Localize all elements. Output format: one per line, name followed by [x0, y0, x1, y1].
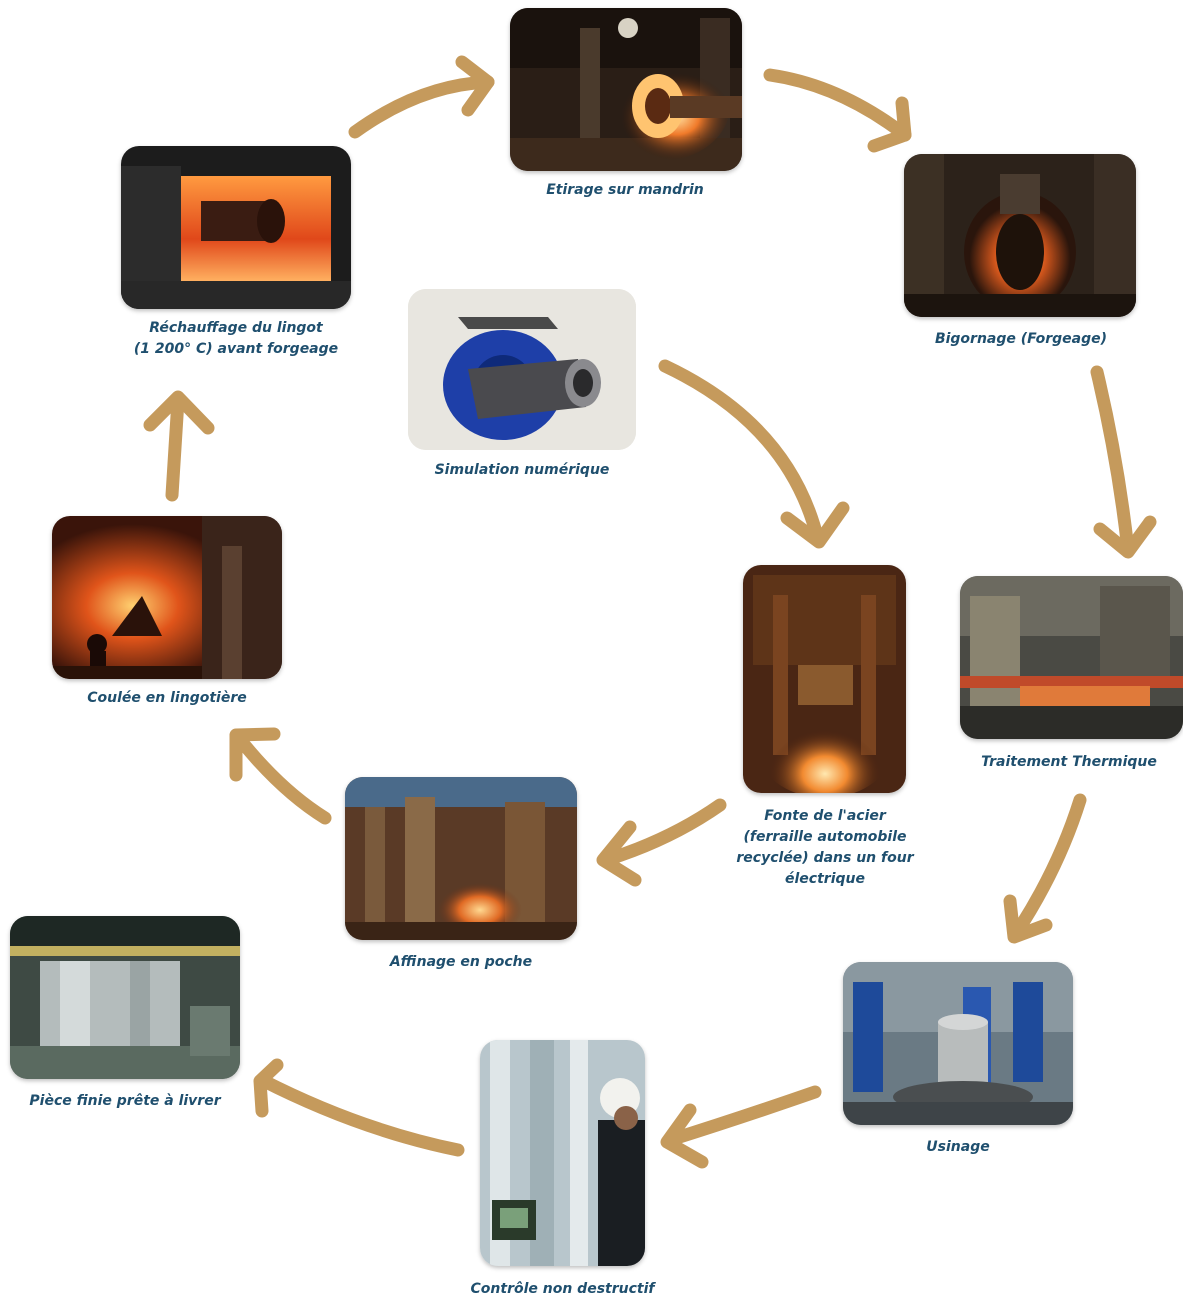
arrow-simulation-to-fonte	[658, 359, 850, 549]
ingot-casting-photo	[52, 516, 282, 679]
bigornage-caption: Bigornage (Forgeage)	[934, 331, 1108, 347]
fonte-caption-line-2: (ferraille automobile	[743, 829, 907, 845]
arrow-bigornage-to-traitement	[1090, 365, 1157, 559]
arrow-controle-to-piece	[253, 1058, 465, 1157]
hot-ring-forging-photo	[904, 154, 1136, 317]
machining-photo	[843, 962, 1073, 1125]
fonte-caption-line-3: recyclée) dans un four	[736, 850, 914, 866]
piece-caption: Pièce finie prête à livrer	[29, 1093, 221, 1109]
traitement-caption: Traitement Thermique	[981, 754, 1157, 770]
heat-treatment-photo	[960, 576, 1183, 739]
forging-press-photo	[510, 8, 742, 171]
rechauffage-caption-line-2: (1 200° C) avant forgeage	[133, 341, 339, 357]
arrow-etirage-to-bigornage	[763, 68, 912, 153]
coulee-caption: Coulée en lingotière	[87, 690, 247, 706]
rechauffage-caption: Réchauffage du lingot (1 200° C) avant f…	[111, 318, 361, 360]
finished-part-photo	[10, 916, 240, 1079]
arrow-usinage-to-controle	[660, 1085, 822, 1169]
fonte-caption-line-4: électrique	[785, 871, 865, 887]
simulation-caption: Simulation numérique	[434, 462, 610, 478]
numerical-simulation-3d-model	[408, 289, 636, 450]
electric-arc-furnace-photo	[743, 565, 906, 793]
ladle-refining-photo	[345, 777, 577, 940]
arrow-affinage-to-coulee	[229, 727, 332, 825]
arrow-traitement-to-usinage	[1003, 793, 1087, 944]
arrow-fonte-to-affinage	[596, 798, 727, 887]
affinage-caption: Affinage en poche	[389, 954, 533, 970]
fonte-caption-line-1: Fonte de l'acier	[764, 808, 886, 824]
reheating-furnace-photo	[121, 146, 351, 309]
arrow-rechauffage-to-etirage	[348, 55, 495, 139]
controle-caption: Contrôle non destructif	[470, 1281, 655, 1297]
fonte-caption: Fonte de l'acier (ferraille automobile r…	[710, 806, 940, 890]
rechauffage-caption-line-1: Réchauffage du lingot	[149, 320, 323, 336]
arrow-coulee-to-rechauffage	[143, 390, 215, 502]
etirage-caption: Etirage sur mandrin	[546, 182, 704, 198]
usinage-caption: Usinage	[926, 1139, 990, 1155]
ultrasonic-inspection-photo	[480, 1040, 645, 1266]
